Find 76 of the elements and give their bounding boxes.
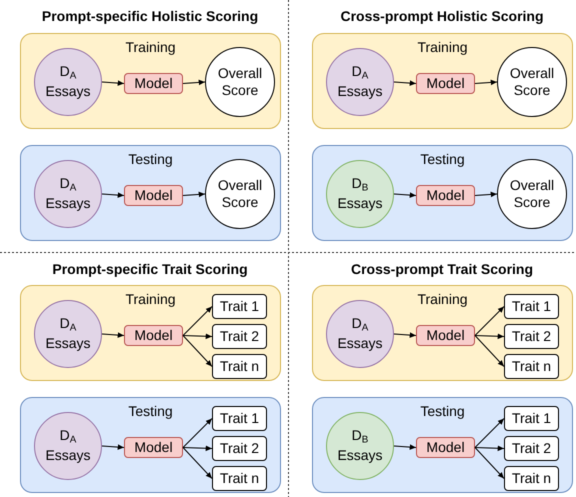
model-box: Model	[416, 73, 475, 94]
model-box: Model	[124, 325, 183, 346]
training-panel	[20, 33, 281, 129]
testing-panel	[312, 397, 573, 493]
arrow	[474, 335, 504, 367]
section-title: Cross-prompt Holistic Scoring	[340, 8, 544, 24]
essays-circle: D$_{B}$ Essays	[326, 160, 394, 228]
training-panel	[312, 33, 573, 129]
panel-title: Training	[417, 291, 468, 308]
score-circle: Overall Score	[497, 159, 567, 229]
arrow	[474, 80, 498, 86]
trait-box: Trait 1	[504, 294, 559, 319]
training-panel	[312, 285, 573, 381]
arrow	[182, 306, 212, 336]
arrow	[182, 333, 212, 340]
training-panel	[20, 285, 281, 381]
arrow	[474, 447, 504, 479]
score-circle: Overall Score	[205, 47, 275, 117]
essays-circle: D$_{A}$ Essays	[34, 160, 102, 228]
arrow	[394, 332, 416, 338]
trait-box: Trait n	[212, 354, 267, 379]
arrow	[474, 192, 498, 198]
model-box: Model	[124, 73, 183, 94]
testing-panel	[20, 397, 281, 493]
score-circle: Overall Score	[497, 47, 567, 117]
arrow	[394, 80, 416, 86]
trait-box: Trait n	[504, 354, 559, 379]
trait-box: Trait 2	[212, 436, 267, 461]
arrow	[102, 332, 124, 338]
section-title: Prompt-specific Trait Scoring	[52, 261, 248, 277]
panel-title: Testing	[128, 151, 173, 168]
panel-title: Training	[417, 39, 468, 56]
panel-title: Training	[125, 291, 176, 308]
essays-circle: D$_{A}$ Essays	[34, 48, 102, 116]
essays-circle: D$_{A}$ Essays	[34, 412, 102, 480]
arrow	[394, 192, 416, 198]
panel-title: Testing	[420, 403, 465, 420]
essays-circle: D$_{B}$ Essays	[326, 412, 394, 480]
model-box: Model	[416, 437, 475, 458]
trait-box: Trait n	[212, 466, 267, 491]
section-title: Cross-prompt Trait Scoring	[350, 261, 534, 277]
trait-box: Trait n	[504, 466, 559, 491]
arrow	[474, 445, 504, 452]
testing-panel	[312, 145, 573, 241]
model-box: Model	[416, 325, 475, 346]
trait-box: Trait 1	[212, 406, 267, 431]
arrow	[102, 80, 124, 86]
arrow	[182, 447, 212, 479]
arrow	[182, 335, 212, 367]
section-title: Prompt-specific Holistic Scoring	[42, 8, 258, 24]
arrow	[474, 333, 504, 340]
arrow	[102, 192, 124, 198]
trait-box: Trait 1	[504, 406, 559, 431]
trait-box: Trait 2	[212, 324, 267, 349]
arrow	[394, 444, 416, 450]
arrow	[182, 80, 206, 86]
arrow	[182, 445, 212, 452]
essays-circle: D$_{A}$ Essays	[326, 300, 394, 368]
trait-box: Trait 2	[504, 436, 559, 461]
panel-title: Testing	[128, 403, 173, 420]
essays-circle: D$_{A}$ Essays	[326, 48, 394, 116]
trait-box: Trait 2	[504, 324, 559, 349]
arrow	[182, 192, 206, 198]
trait-box: Trait 1	[212, 294, 267, 319]
model-box: Model	[416, 185, 475, 206]
score-circle: Overall Score	[205, 159, 275, 229]
panel-title: Testing	[420, 151, 465, 168]
essays-circle: D$_{A}$ Essays	[34, 300, 102, 368]
arrow	[474, 418, 504, 448]
arrow	[102, 444, 124, 450]
testing-panel	[20, 145, 281, 241]
model-box: Model	[124, 185, 183, 206]
model-box: Model	[124, 437, 183, 458]
arrow	[182, 418, 212, 448]
panel-title: Training	[125, 39, 176, 56]
arrow	[474, 306, 504, 336]
